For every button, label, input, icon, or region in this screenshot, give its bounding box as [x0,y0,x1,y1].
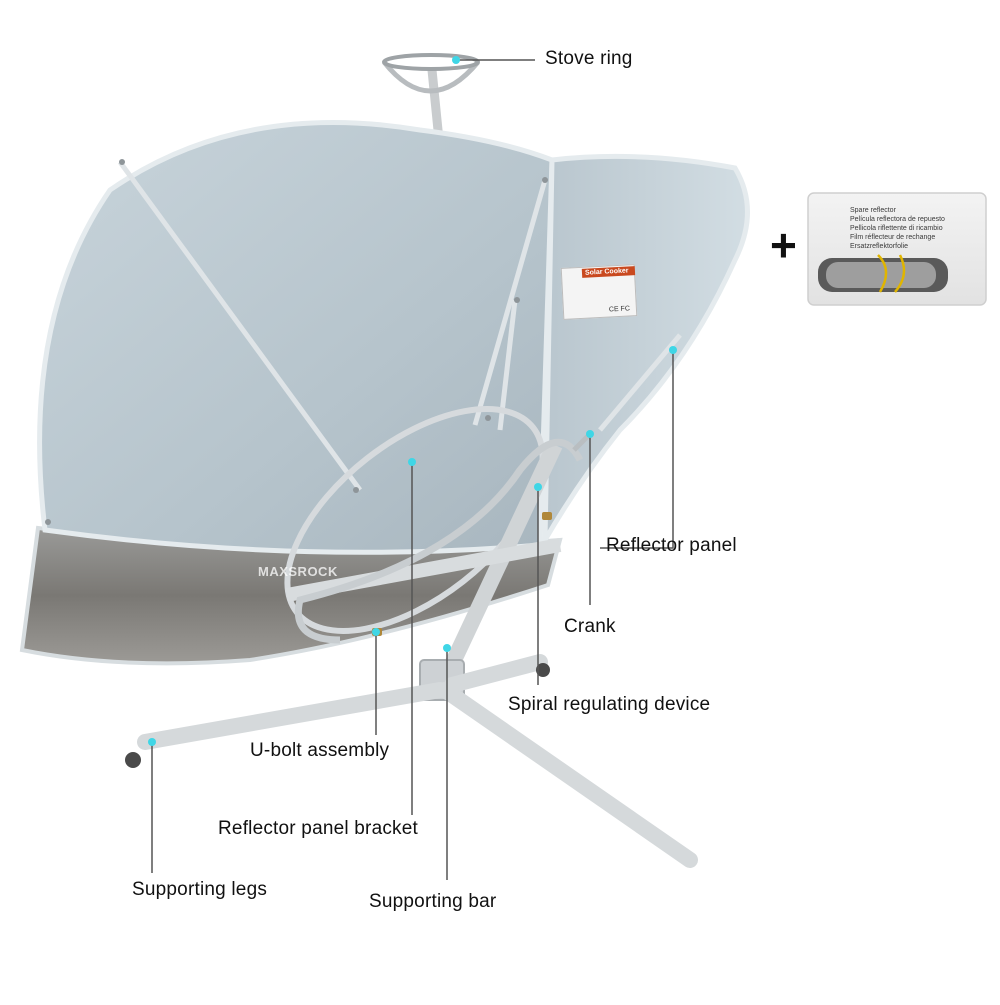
spiral-regulating-device [295,438,584,644]
solar-cooker-nameplate: Solar Cooker CE FC [560,264,638,320]
callout-dots [148,56,677,746]
horizontal-crossbar [285,538,562,602]
bolts [45,159,548,525]
certification-marks: CE FC [608,305,631,314]
leader-lines [151,59,674,880]
label-crank: Crank [564,616,616,637]
spare-pack-line: Film réflecteur de rechange [850,234,936,241]
spare-pack-line: Spare reflector [850,207,896,214]
reflector-panel-wing [542,153,750,550]
label-supporting-bar: Supporting bar [369,891,497,912]
spare-reflector-pack-label: Spare reflector Película reflectora de r… [808,193,986,305]
label-supporting-legs: Supporting legs [132,879,268,900]
spare-pack-line: Pellicola riflettente di ricambio [850,225,943,232]
label-stove-ring: Stove ring [545,48,633,69]
reflector-panel-main [37,120,555,555]
label-reflector-panel-bracket: Reflector panel bracket [218,818,418,839]
caster-wheels [125,663,550,768]
label-reflector-panel: Reflector panel [606,535,737,556]
spare-pack-line: Película reflectora de repuesto [850,216,945,223]
brand-watermark: MAXSROCK [258,564,338,579]
plus-sign: + [770,219,797,271]
spare-pack-line: Ersatzreflektorfolie [850,243,908,250]
spare-reflector-pack [807,192,987,306]
label-u-bolt-assembly: U-bolt assembly [250,740,390,761]
nameplate-title: Solar Cooker [581,266,636,278]
supporting-legs [137,654,698,868]
label-spiral-regulating-device: Spiral regulating device [508,694,711,715]
